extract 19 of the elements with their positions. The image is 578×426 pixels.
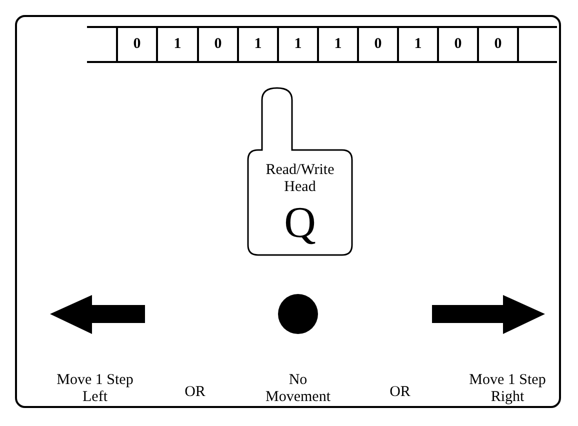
or-text: OR bbox=[388, 384, 412, 401]
move-label: Move 1 Step Left bbox=[56, 372, 134, 406]
or-text: OR bbox=[184, 384, 206, 401]
head-label: Read/Write Head bbox=[264, 162, 336, 196]
tape-cell: 0 bbox=[437, 26, 477, 63]
tape-cell: 1 bbox=[237, 26, 277, 63]
tape-cell: 1 bbox=[397, 26, 437, 63]
tape-cell: 1 bbox=[317, 26, 357, 63]
move-label: Move 1 Step Right bbox=[468, 372, 547, 406]
tape-cell: 0 bbox=[357, 26, 397, 63]
tape-cell: 0 bbox=[477, 26, 517, 63]
move-label: No Movement bbox=[264, 372, 332, 406]
empty-tape-cell bbox=[517, 26, 557, 63]
empty-tape-cell bbox=[87, 26, 116, 63]
tape-cell: 1 bbox=[277, 26, 317, 63]
tape-cell: 1 bbox=[156, 26, 197, 63]
tape-cell: 0 bbox=[116, 26, 156, 63]
state-symbol: Q bbox=[283, 200, 317, 246]
tape-cell: 0 bbox=[197, 26, 237, 63]
